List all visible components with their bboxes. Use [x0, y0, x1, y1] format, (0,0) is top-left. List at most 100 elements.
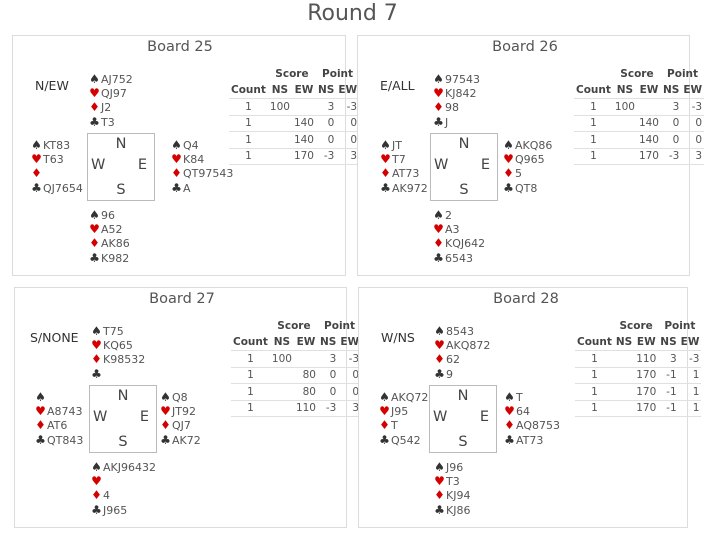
- spade-icon: ♠: [91, 324, 102, 338]
- club-icon: ♣: [160, 432, 171, 447]
- cell-score-ew: [636, 98, 661, 116]
- suit-holding-heart: ♥T63: [31, 152, 83, 166]
- header-count: Count: [574, 82, 613, 99]
- hand-east: ♠Q4♥K84♦QT97543♣A: [171, 138, 233, 195]
- cell-count: 1: [574, 98, 613, 116]
- hand-south: ♠AKJ96432♥♦4♣J965: [91, 460, 156, 517]
- cards-spade: 97543: [445, 73, 480, 86]
- suit-holding-heart: ♥64: [504, 404, 560, 418]
- suit-holding-spade: ♠97543: [433, 72, 480, 86]
- cards-club: J965: [103, 503, 128, 517]
- suit-holding-diamond: ♦4: [91, 488, 156, 502]
- spade-icon: ♠: [31, 138, 42, 152]
- cell-score-ns: [269, 367, 294, 384]
- compass-west: W: [434, 157, 449, 173]
- cards-diamond: K98532: [103, 353, 146, 367]
- cards-spade: AKQ72: [391, 391, 429, 404]
- cards-diamond: QT97543: [183, 167, 234, 181]
- suit-holding-club: ♣T3: [89, 115, 133, 129]
- suit-holding-spade: ♠T: [504, 390, 560, 404]
- cell-point-ns: 0: [317, 367, 339, 384]
- heart-icon: ♥: [433, 86, 444, 101]
- header-score: Score: [619, 320, 653, 332]
- suit-holding-diamond: ♦5: [503, 166, 552, 180]
- club-icon: ♣: [31, 180, 42, 195]
- suit-holding-club: ♣6543: [433, 251, 485, 265]
- hand-north: ♠97543♥KJ842♦98♣J: [433, 72, 480, 129]
- spade-icon: ♠: [380, 138, 391, 152]
- cell-count: 1: [229, 115, 268, 132]
- header-point-ew: EW: [678, 334, 702, 351]
- board-title: Board 25: [147, 39, 213, 55]
- cards-club: A: [183, 181, 191, 195]
- header-score-ew: EW: [636, 82, 661, 99]
- cell-point-ew: 1: [678, 367, 702, 384]
- cell-score-ew: 170: [634, 383, 659, 401]
- cell-score-ns: [613, 350, 635, 368]
- cell-point-ns: 3: [315, 98, 337, 116]
- club-icon: ♣: [504, 432, 515, 447]
- suit-holding-club: ♣AT73: [504, 433, 560, 447]
- club-icon: ♣: [433, 250, 444, 265]
- cell-point-ns: -3: [317, 400, 339, 417]
- heart-icon: ♥: [504, 404, 515, 419]
- suit-holding-heart: ♥: [91, 474, 156, 488]
- suit-holding-diamond: ♦J2: [89, 100, 133, 114]
- compass-east: E: [137, 157, 147, 173]
- header-score: Score: [277, 320, 311, 332]
- compass-north: N: [117, 388, 129, 404]
- header-score-ns: NS: [269, 334, 294, 351]
- suit-holding-heart: ♥J95: [379, 404, 428, 418]
- heart-icon: ♥: [31, 152, 42, 167]
- suit-holding-diamond: ♦KQJ642: [433, 236, 485, 250]
- header-point: Point: [322, 68, 354, 80]
- cards-diamond: T: [391, 419, 398, 433]
- header-point-ns: NS: [317, 334, 339, 351]
- cell-point-ew: -3: [681, 98, 705, 116]
- diamond-icon: ♦: [89, 100, 100, 115]
- club-icon: ♣: [433, 114, 444, 129]
- cell-point-ew: 0: [336, 131, 360, 149]
- club-icon: ♣: [379, 432, 390, 447]
- cell-point-ns: -3: [660, 148, 682, 165]
- cards-club: AK972: [392, 181, 428, 195]
- suit-holding-spade: ♠J96: [434, 460, 470, 474]
- cell-point-ns: 0: [315, 115, 337, 132]
- hand-west: ♠AKQ72♥J95♦T♣Q542: [379, 390, 428, 447]
- cell-count: 1: [575, 350, 614, 368]
- spade-icon: ♠: [503, 138, 514, 152]
- cards-club: Q542: [391, 433, 421, 447]
- cards-spade: 8543: [446, 325, 474, 338]
- cards-diamond: KJ94: [446, 489, 471, 503]
- cell-score-ew: 140: [636, 115, 661, 132]
- suit-holding-spade: ♠KT83: [31, 138, 83, 152]
- suit-holding-heart: ♥T3: [434, 474, 470, 488]
- cell-score-ew: 140: [636, 131, 661, 149]
- cell-point-ew: 1: [678, 400, 702, 417]
- cell-score-ns: [612, 131, 637, 149]
- hand-south: ♠J96♥T3♦KJ94♣KJ86: [434, 460, 470, 517]
- spade-icon: ♠: [434, 460, 445, 474]
- cards-diamond: KQJ642: [445, 237, 486, 251]
- cell-score-ew: [293, 350, 318, 368]
- suit-holding-club: ♣J: [433, 115, 480, 129]
- club-icon: ♣: [91, 502, 102, 517]
- spade-icon: ♠: [433, 72, 444, 86]
- suit-holding-spade: ♠AKQ72: [379, 390, 428, 404]
- cards-heart: J95: [391, 405, 409, 419]
- board-title: Board 28: [493, 291, 559, 307]
- cell-count: 1: [231, 400, 270, 417]
- cards-spade: Q8: [172, 391, 188, 404]
- heart-icon: ♥: [434, 474, 445, 489]
- cards-heart: KQ65: [103, 339, 133, 353]
- diamond-icon: ♦: [91, 488, 102, 503]
- header-count: Count: [231, 334, 270, 351]
